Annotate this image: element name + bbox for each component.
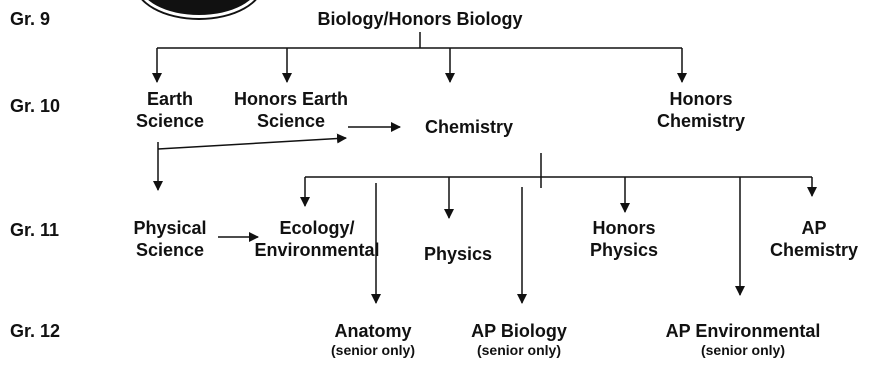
physics-course: Physics	[423, 244, 493, 264]
grade-12-label: Gr. 12	[10, 321, 61, 341]
biology-course: Biology/Honors Biology	[317, 9, 523, 29]
ap-environmental-course: AP Environmental (senior only)	[665, 321, 821, 358]
grade-9-label: Gr. 9	[10, 9, 51, 29]
ap-biology-course: AP Biology (senior only)	[471, 321, 567, 358]
grade-11-label: Gr. 11	[10, 220, 60, 240]
arrow-earth-to-honors-earth	[157, 133, 347, 150]
ecology-environmental-course: Ecology/Environmental	[254, 218, 380, 260]
chemistry-course: Chemistry	[424, 117, 514, 137]
ap-environmental-note: (senior only)	[700, 342, 785, 358]
anatomy-note: (senior only)	[330, 342, 416, 358]
ap-biology-note: (senior only)	[476, 342, 561, 358]
anatomy-course: Anatomy (senior only)	[330, 321, 416, 358]
grade-10-label: Gr. 10	[10, 96, 61, 116]
